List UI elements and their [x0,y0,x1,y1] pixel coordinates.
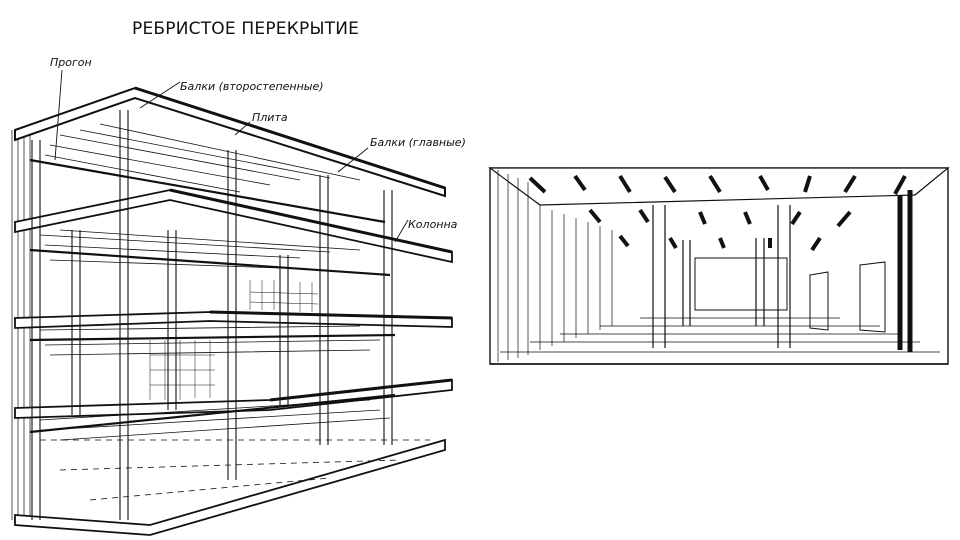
ceiling [488,167,950,206]
main-beams [29,158,396,434]
interior-columns [652,205,791,348]
right-doors [809,261,886,333]
leader-lines [54,69,409,243]
ceiling-beams [528,174,907,252]
floor-slab-1 [14,188,453,264]
windows [149,280,319,400]
back-opening [694,257,788,311]
left-wall [497,170,613,362]
label-progon: Прогон [50,56,92,69]
floor-slab-3 [14,378,453,419]
label-slab: Плита [252,111,288,124]
label-column: Колонна [408,218,458,231]
label-secondary-beams: Балки (второстепенные) [180,80,324,93]
interior-perspective-drawing [488,167,950,365]
floor [490,317,948,365]
page-title: РЕБРИСТОЕ ПЕРЕКРЫТИЕ [132,19,360,39]
floor-slab-2 [14,310,453,329]
label-main-beams: Балки (главные) [370,136,466,149]
building-frame-drawing [11,69,453,536]
secondary-beams [39,123,391,441]
right-column [897,190,913,352]
ground-slab [14,438,446,536]
roof-slab [14,86,446,198]
